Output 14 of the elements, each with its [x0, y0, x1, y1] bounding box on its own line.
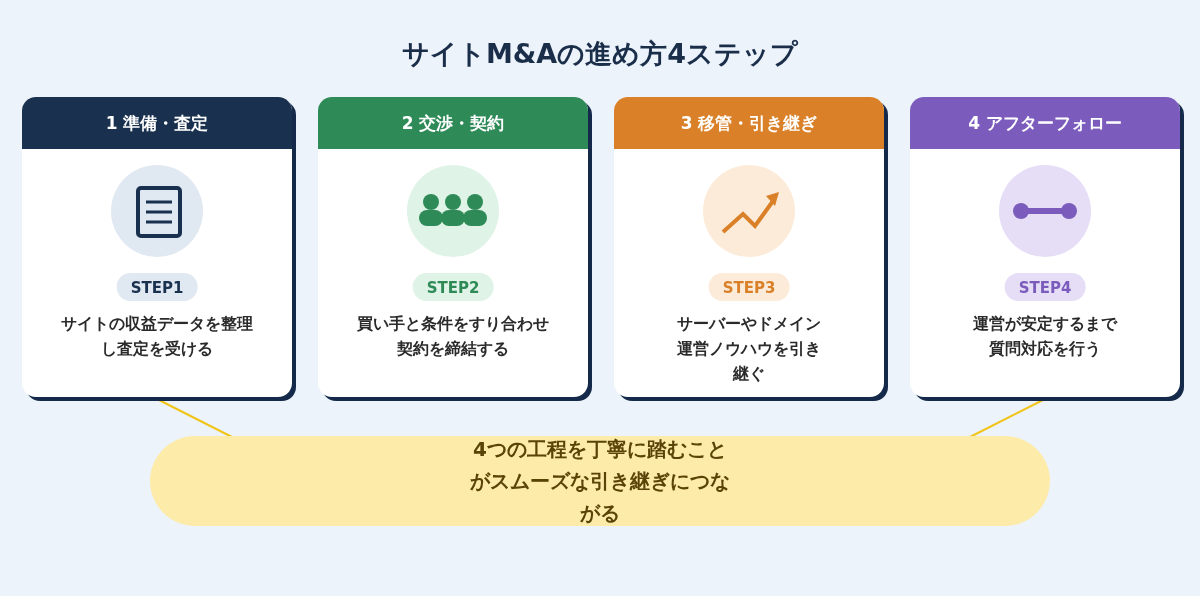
card-description: 買い手と条件をすり合わせ契約を締結する — [356, 314, 550, 360]
card-header: 4 アフターフォロー — [910, 97, 1180, 149]
title: サイトM&Aの進め方4ステップ — [400, 37, 800, 71]
card-description: サイトの収益データを整理し査定を受ける — [60, 314, 254, 360]
card-header: 1 準備・査定 — [22, 97, 292, 149]
card-header: 3 移管・引き継ぎ — [614, 97, 884, 149]
step-label: STEP4 — [1004, 273, 1086, 301]
card-description: サーバーやドメイン運営ノウハウを引き継ぐ — [676, 314, 822, 385]
summary-text: 4つの工程を丁寧に踏むことがスムーズな引き継ぎにつながる — [469, 436, 731, 527]
step-label: STEP2 — [412, 273, 494, 301]
step-label: STEP1 — [116, 273, 198, 301]
step-label: STEP3 — [708, 273, 790, 301]
card-description: 運営が安定するまで質問対応を行う — [972, 314, 1118, 360]
card-header: 2 交渉・契約 — [318, 97, 588, 149]
